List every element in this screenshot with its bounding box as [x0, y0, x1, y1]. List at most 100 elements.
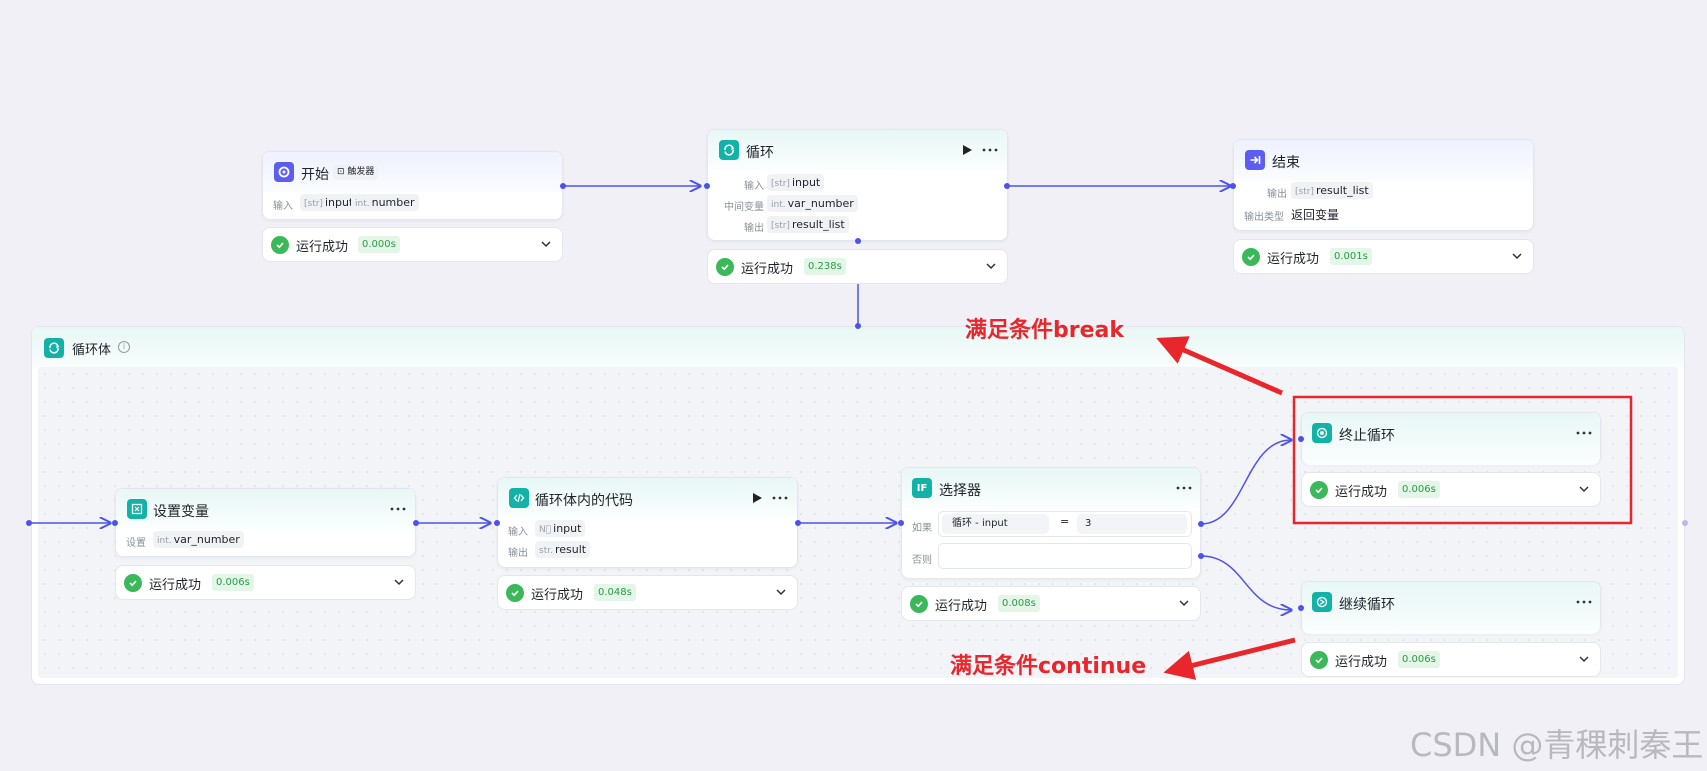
continue-status[interactable]: 运行成功 0.006s: [1301, 642, 1601, 677]
play-icon[interactable]: [751, 492, 763, 504]
chevron-down-icon[interactable]: [1178, 597, 1190, 609]
code-icon: [509, 488, 529, 508]
run-time-badge: 0.006s: [1398, 651, 1440, 668]
code-input-label: 输入: [508, 527, 528, 538]
code-input-chip: N⃝input: [535, 520, 586, 537]
port-selector-in[interactable]: [898, 520, 904, 526]
success-icon: [1310, 481, 1328, 499]
success-icon: [506, 584, 524, 602]
run-time-badge: 0.008s: [998, 595, 1040, 612]
port-break-in[interactable]: [1298, 436, 1304, 442]
port-end-in[interactable]: [1230, 183, 1236, 189]
trigger-icon: ⊡: [337, 167, 345, 177]
setvar-node[interactable]: 设置变量 设置 int.var_number: [115, 488, 416, 557]
loop-node[interactable]: 循环 输入 [str]input 中间变量 int.var_number 输出 …: [707, 129, 1008, 241]
continue-annotation-arrow: [1163, 637, 1296, 680]
code-output-chip: str.result: [535, 541, 591, 558]
watermark: CSDN @青稞刺秦王: [1410, 726, 1704, 764]
port-loop-bottom[interactable]: [855, 238, 861, 244]
code-status[interactable]: 运行成功 0.048s: [497, 575, 798, 610]
break-title: 终止循环: [1339, 428, 1395, 444]
condition-right[interactable]: 3: [1077, 514, 1187, 534]
chevron-down-icon[interactable]: [540, 238, 552, 250]
loop-output-label: 输出: [744, 223, 764, 234]
break-node[interactable]: 终止循环: [1301, 412, 1601, 465]
port-continue-in[interactable]: [1298, 605, 1304, 611]
run-time-badge: 0.001s: [1330, 248, 1372, 265]
port-loop-in[interactable]: [704, 183, 710, 189]
end-output-label: 输出: [1267, 189, 1287, 200]
more-icon[interactable]: [1176, 482, 1192, 494]
port-setvar-out[interactable]: [413, 520, 419, 526]
more-icon[interactable]: [772, 492, 788, 504]
end-node[interactable]: 结束 输出 [str]result_list 输出类型 返回变量: [1233, 139, 1534, 231]
continue-node[interactable]: 继续循环: [1301, 581, 1601, 634]
selector-title: 选择器: [939, 483, 981, 499]
selector-node[interactable]: IF 选择器 如果 循环 - input = 3 否则: [901, 467, 1201, 579]
run-time-badge: 0.238s: [804, 258, 846, 275]
port-selector-if-out[interactable]: [1198, 521, 1204, 527]
port-selector-else-out[interactable]: [1198, 553, 1204, 559]
success-icon: [1242, 248, 1260, 266]
loop-status[interactable]: 运行成功 0.238s: [707, 249, 1008, 284]
more-icon[interactable]: [1576, 596, 1592, 608]
port-setvar-in[interactable]: [112, 520, 118, 526]
set-variable-icon: [127, 499, 147, 519]
break-status[interactable]: 运行成功 0.006s: [1301, 472, 1601, 507]
end-title: 结束: [1272, 155, 1300, 171]
condition-operator[interactable]: =: [1060, 515, 1070, 528]
success-icon: [1310, 651, 1328, 669]
more-icon[interactable]: [1576, 427, 1592, 439]
continue-title: 继续循环: [1339, 597, 1395, 613]
chevron-down-icon[interactable]: [393, 576, 405, 588]
chevron-down-icon[interactable]: [1511, 250, 1523, 262]
edge-selector-break: [1200, 440, 1291, 525]
chevron-down-icon[interactable]: [775, 586, 787, 598]
run-time-badge: 0.006s: [1398, 481, 1440, 498]
break-highlight-box: [1292, 395, 1633, 525]
if-icon: IF: [912, 478, 932, 498]
end-icon: [1245, 150, 1265, 170]
end-status[interactable]: 运行成功 0.001s: [1233, 239, 1534, 274]
more-icon[interactable]: [982, 144, 998, 156]
setvar-status[interactable]: 运行成功 0.006s: [115, 565, 416, 600]
loop-title: 循环: [746, 145, 774, 161]
port-body-out[interactable]: [1682, 520, 1688, 526]
port-start-out[interactable]: [560, 183, 566, 189]
loop-output-chip: [str]result_list: [767, 216, 849, 233]
else-row[interactable]: [938, 543, 1192, 569]
selector-status[interactable]: 运行成功 0.008s: [901, 586, 1201, 621]
end-return-value: 返回变量: [1291, 208, 1340, 222]
run-time-badge: 0.006s: [212, 574, 254, 591]
break-annotation: 满足条件break: [965, 318, 1124, 343]
break-annotation-arrow: [1156, 336, 1284, 396]
success-icon: [271, 236, 289, 254]
port-body-in[interactable]: [26, 520, 32, 526]
start-param-input: [str]input: [300, 194, 358, 211]
start-title: 开始: [301, 167, 329, 183]
start-node[interactable]: 开始 ⊡ 触发器 输入 [str]input int.number: [262, 151, 563, 220]
play-icon[interactable]: [961, 144, 973, 156]
port-code-out[interactable]: [795, 520, 801, 526]
chevron-down-icon[interactable]: [1578, 653, 1590, 665]
port-body-top[interactable]: [855, 323, 861, 329]
condition-row[interactable]: 循环 - input = 3: [938, 511, 1192, 537]
setvar-label: 设置: [126, 538, 146, 549]
condition-left[interactable]: 循环 - input: [942, 514, 1049, 534]
more-icon[interactable]: [390, 503, 406, 515]
chevron-down-icon[interactable]: [1578, 483, 1590, 495]
port-loop-out[interactable]: [1004, 183, 1010, 189]
port-code-in[interactable]: [494, 520, 500, 526]
loop-icon: [719, 140, 739, 160]
start-input-label: 输入: [273, 201, 293, 212]
chevron-down-icon[interactable]: [985, 260, 997, 272]
code-node[interactable]: 循环体内的代码 输入 N⃝input 输出 str.result: [497, 477, 798, 568]
success-icon: [124, 574, 142, 592]
code-title: 循环体内的代码: [535, 493, 633, 509]
setvar-chip: int.var_number: [153, 531, 244, 548]
start-param-number: int.number: [351, 194, 419, 211]
end-output-chip: [str]result_list: [1291, 182, 1373, 199]
start-status[interactable]: 运行成功 0.000s: [262, 227, 563, 262]
edge-selector-continue: [1200, 555, 1291, 610]
